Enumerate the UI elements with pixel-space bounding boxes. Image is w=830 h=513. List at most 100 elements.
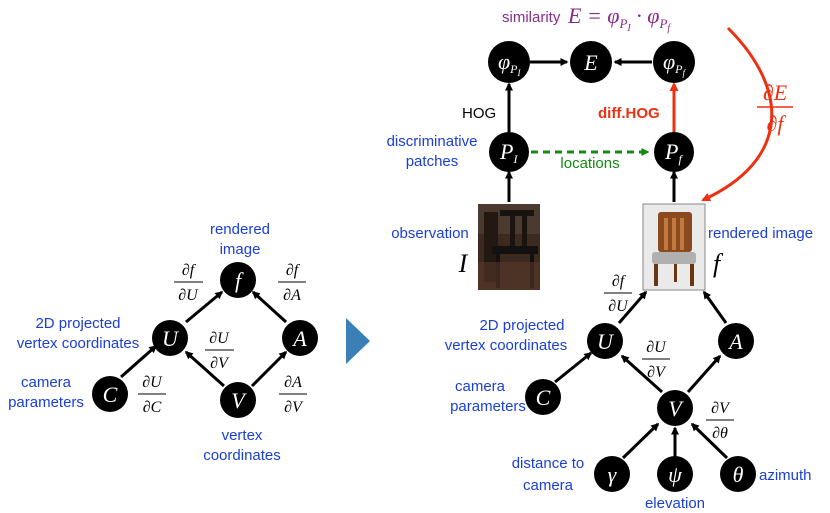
right-node-psi-label: ψ [668, 462, 682, 487]
svg-text:∂V: ∂V [647, 364, 667, 381]
right-label-projected-1: 2D projected [479, 317, 564, 334]
right-node-PI-label: PI [499, 139, 518, 166]
left-label-camera-1: camera [21, 374, 72, 391]
right-node-E-label: E [583, 50, 598, 75]
svg-text:∂f: ∂f [612, 273, 627, 290]
left-edge-A-f [251, 290, 288, 324]
right-edge-theta-V [690, 422, 729, 460]
right-node-C [525, 379, 561, 415]
left-label-camera-2: parameters [8, 394, 84, 411]
left-label-vertex-2: coordinates [203, 447, 281, 464]
right-node-theta-label: θ [733, 462, 744, 487]
left-node-f-label: f [235, 268, 244, 293]
right-node-phi-Pf-label: φPf [663, 49, 687, 78]
right-frac-dU-dV: ∂U ∂V [642, 339, 670, 381]
right-node-A [718, 323, 754, 359]
right-label-observation-var: I [458, 249, 469, 278]
right-node-theta [720, 456, 756, 492]
right-edge-V-A [686, 354, 722, 393]
right-node-gamma [594, 456, 630, 492]
right-label-rendered-image: rendered image [708, 225, 813, 242]
right-label-discriminative-1: discriminative [387, 133, 478, 150]
svg-text:∂U: ∂U [209, 330, 230, 347]
left-edge-V-A [250, 350, 288, 388]
left-node-U [152, 320, 188, 356]
left-edge-V-U [184, 350, 226, 388]
left-edge-C-U [120, 344, 158, 379]
right-label-hog: HOG [462, 105, 496, 122]
svg-text:∂U: ∂U [608, 298, 629, 315]
right-label-locations: locations [560, 155, 619, 172]
right-label-distance-1: distance to [512, 455, 585, 472]
right-node-phi-PI-label: φPI [498, 49, 522, 78]
left-frac-df-dU: ∂f ∂U [174, 262, 203, 304]
right-edge-U-render [617, 290, 648, 324]
right-node-phi-PI [488, 41, 530, 83]
right-node-PI [489, 132, 529, 172]
left-node-U-label: U [162, 326, 180, 351]
svg-text:∂f: ∂f [286, 262, 301, 279]
right-label-observation: observation [391, 225, 469, 242]
right-frac-dV-dtheta: ∂V ∂θ [706, 400, 734, 442]
svg-text:∂E: ∂E [763, 80, 788, 105]
svg-text:∂A: ∂A [283, 287, 301, 304]
svg-text:∂C: ∂C [143, 399, 162, 416]
right-label-projected-2: vertex coordinates [445, 337, 568, 354]
right-node-gamma-label: γ [608, 462, 618, 487]
left-graph: f U A C V rendered image 2D projected ve… [8, 221, 318, 464]
svg-text:∂U: ∂U [142, 374, 163, 391]
svg-text:∂V: ∂V [711, 400, 731, 417]
right-label-diff-hog: diff.HOG [598, 105, 660, 122]
rendered-image [642, 203, 706, 291]
left-edge-U-f [185, 290, 224, 324]
left-label-rendered-image-2: image [220, 241, 261, 258]
svg-text:∂U: ∂U [646, 339, 667, 356]
right-node-Pf [654, 132, 694, 172]
right-label-azimuth: azimuth [759, 467, 812, 484]
right-node-psi [657, 456, 693, 492]
left-label-projected-1: 2D projected [35, 315, 120, 332]
svg-text:∂θ: ∂θ [712, 425, 728, 442]
right-edge-C-U [554, 351, 593, 384]
observation-image [478, 204, 540, 290]
right-node-A-label: A [727, 329, 743, 354]
left-label-rendered-image-1: rendered [210, 221, 270, 238]
right-label-camera-2: parameters [450, 398, 526, 415]
right-label-discriminative-2: patches [406, 153, 459, 170]
left-node-C-label: C [103, 382, 118, 407]
left-node-A [282, 320, 318, 356]
right-frac-df-dU: ∂f ∂U [604, 273, 632, 315]
svg-text:∂f: ∂f [182, 262, 197, 279]
svg-text:∂f: ∂f [767, 111, 787, 136]
right-label-elevation: elevation [645, 495, 705, 512]
svg-text:E = φPI · φPf: E = φPI · φPf [567, 3, 671, 34]
right-node-V-label: V [668, 396, 684, 421]
right-label-similarity: similarity [502, 9, 561, 26]
right-node-Pf-label: Pf [664, 139, 683, 166]
left-frac-dA-dV: ∂A ∂V [279, 374, 307, 416]
right-edge-A-render [702, 290, 728, 324]
right-edge-gamma-V [621, 422, 660, 460]
right-graph: similarity E = φPI · φPf φPI E φPf [387, 3, 814, 512]
left-node-f [220, 262, 256, 298]
right-label-camera-1: camera [455, 378, 506, 395]
left-node-V [220, 382, 256, 418]
right-label-distance-2: camera [523, 477, 574, 494]
left-label-vertex-1: vertex [222, 427, 263, 444]
left-frac-dU-dV: ∂U ∂V [205, 330, 234, 372]
left-frac-dU-dC: ∂U ∂C [138, 374, 166, 416]
left-node-V-label: V [231, 388, 247, 413]
right-node-C-label: C [536, 385, 551, 410]
svg-text:∂A: ∂A [284, 374, 302, 391]
right-edge-dE-df [701, 26, 774, 202]
separator-arrow-icon [346, 318, 370, 364]
right-label-rendered-var: f [713, 249, 724, 278]
right-node-phi-Pf [653, 41, 695, 83]
svg-text:∂V: ∂V [284, 399, 304, 416]
right-node-U-label: U [597, 329, 615, 354]
left-node-A-label: A [291, 326, 307, 351]
right-node-U [587, 323, 623, 359]
left-node-C [92, 376, 128, 412]
left-label-projected-2: vertex coordinates [17, 335, 140, 352]
